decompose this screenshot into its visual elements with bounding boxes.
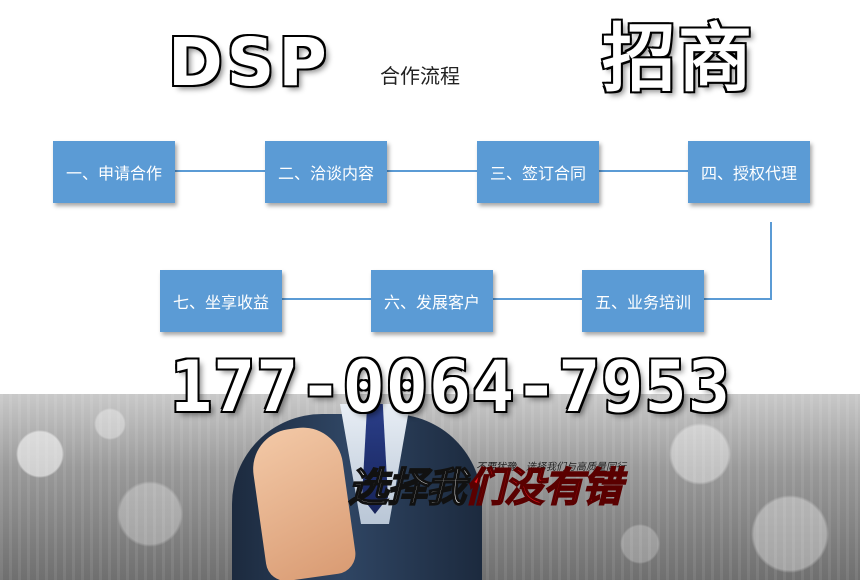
flow-step-training: 五、业务培训 [582,270,704,332]
flow-subtitle: 合作流程 [380,64,460,88]
flow-step-authorize-agent: 四、授权代理 [688,141,810,203]
connector-4-5-horizontal [704,298,772,300]
dsp-title: DSP [167,24,331,101]
flow-step-develop-customers: 六、发展客户 [371,270,493,332]
connector-3-4 [598,170,690,172]
necktie [362,404,388,514]
phone-number: 177-0064-7953 [169,346,732,428]
zhaoshang-title: 招商 [601,16,754,102]
slogan-subtext: 不要犹豫，选择我们与高质量同行 [476,462,626,473]
connector-5-6 [492,298,584,300]
connector-4-5-vertical [770,222,772,300]
businessman-banner-image [0,394,860,580]
connector-1-2 [174,170,266,172]
slogan-red-part: 们没有错 [464,465,623,511]
flow-step-negotiate: 二、洽谈内容 [265,141,387,203]
flow-step-earn-profit: 七、坐享收益 [160,270,282,332]
connector-2-3 [386,170,478,172]
flow-step-apply: 一、申请合作 [53,141,175,203]
slogan-white-part: 选择我 [347,465,467,511]
connector-6-7 [280,298,372,300]
flow-step-sign-contract: 三、签订合同 [477,141,599,203]
slogan: 选择我们没有错 [347,465,623,511]
